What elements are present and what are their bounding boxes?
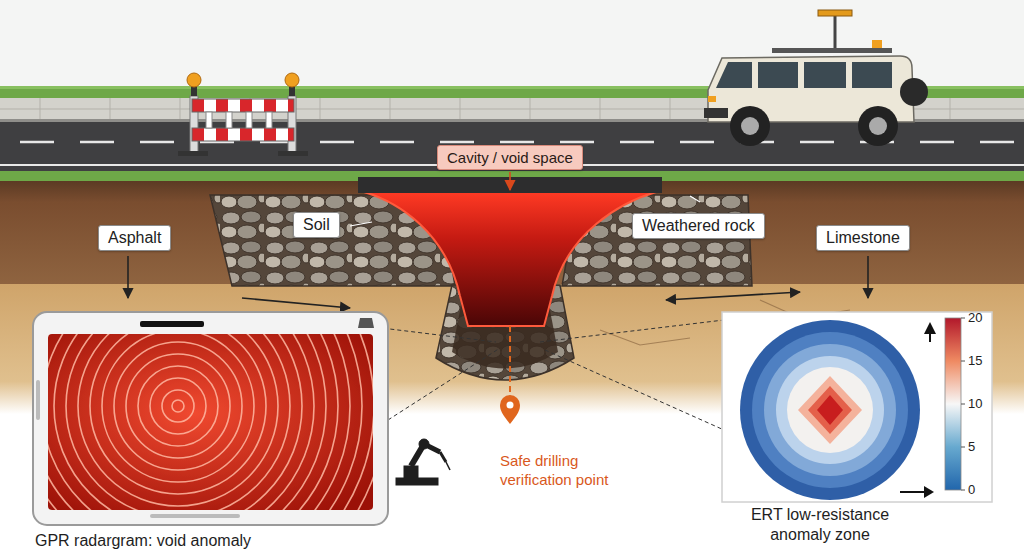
- layer-label: Limestone: [816, 225, 910, 251]
- ert-panel: ERT low-resistance anomaly zone: [722, 312, 992, 502]
- colorbar-tick: 20: [968, 310, 1008, 326]
- label-text: Weathered rock: [642, 217, 755, 234]
- colorbar-tick: 15: [968, 353, 1008, 369]
- layer-label: Asphalt: [98, 225, 171, 251]
- colorbar-tick: 10: [968, 396, 1008, 412]
- layer-label: Weathered rock: [632, 213, 765, 239]
- gpr-panel: GPR radargram: void anomaly: [33, 312, 388, 525]
- label-text: Soil: [303, 216, 330, 233]
- drill-point-label: Safe drilling verification point: [500, 452, 650, 490]
- void-callout: Cavity / void space: [437, 145, 583, 170]
- panel-caption: GPR radargram: void anomaly: [35, 531, 375, 551]
- label-text: Asphalt: [108, 229, 161, 246]
- colorbar-tick: 5: [968, 439, 1008, 455]
- label-text: Limestone: [826, 229, 900, 246]
- colorbar-tick: 0: [968, 482, 1008, 498]
- panel-caption: ERT low-resistance anomaly zone: [730, 505, 910, 545]
- layer-label: Soil: [293, 212, 340, 238]
- label-text: Cavity / void space: [447, 149, 573, 166]
